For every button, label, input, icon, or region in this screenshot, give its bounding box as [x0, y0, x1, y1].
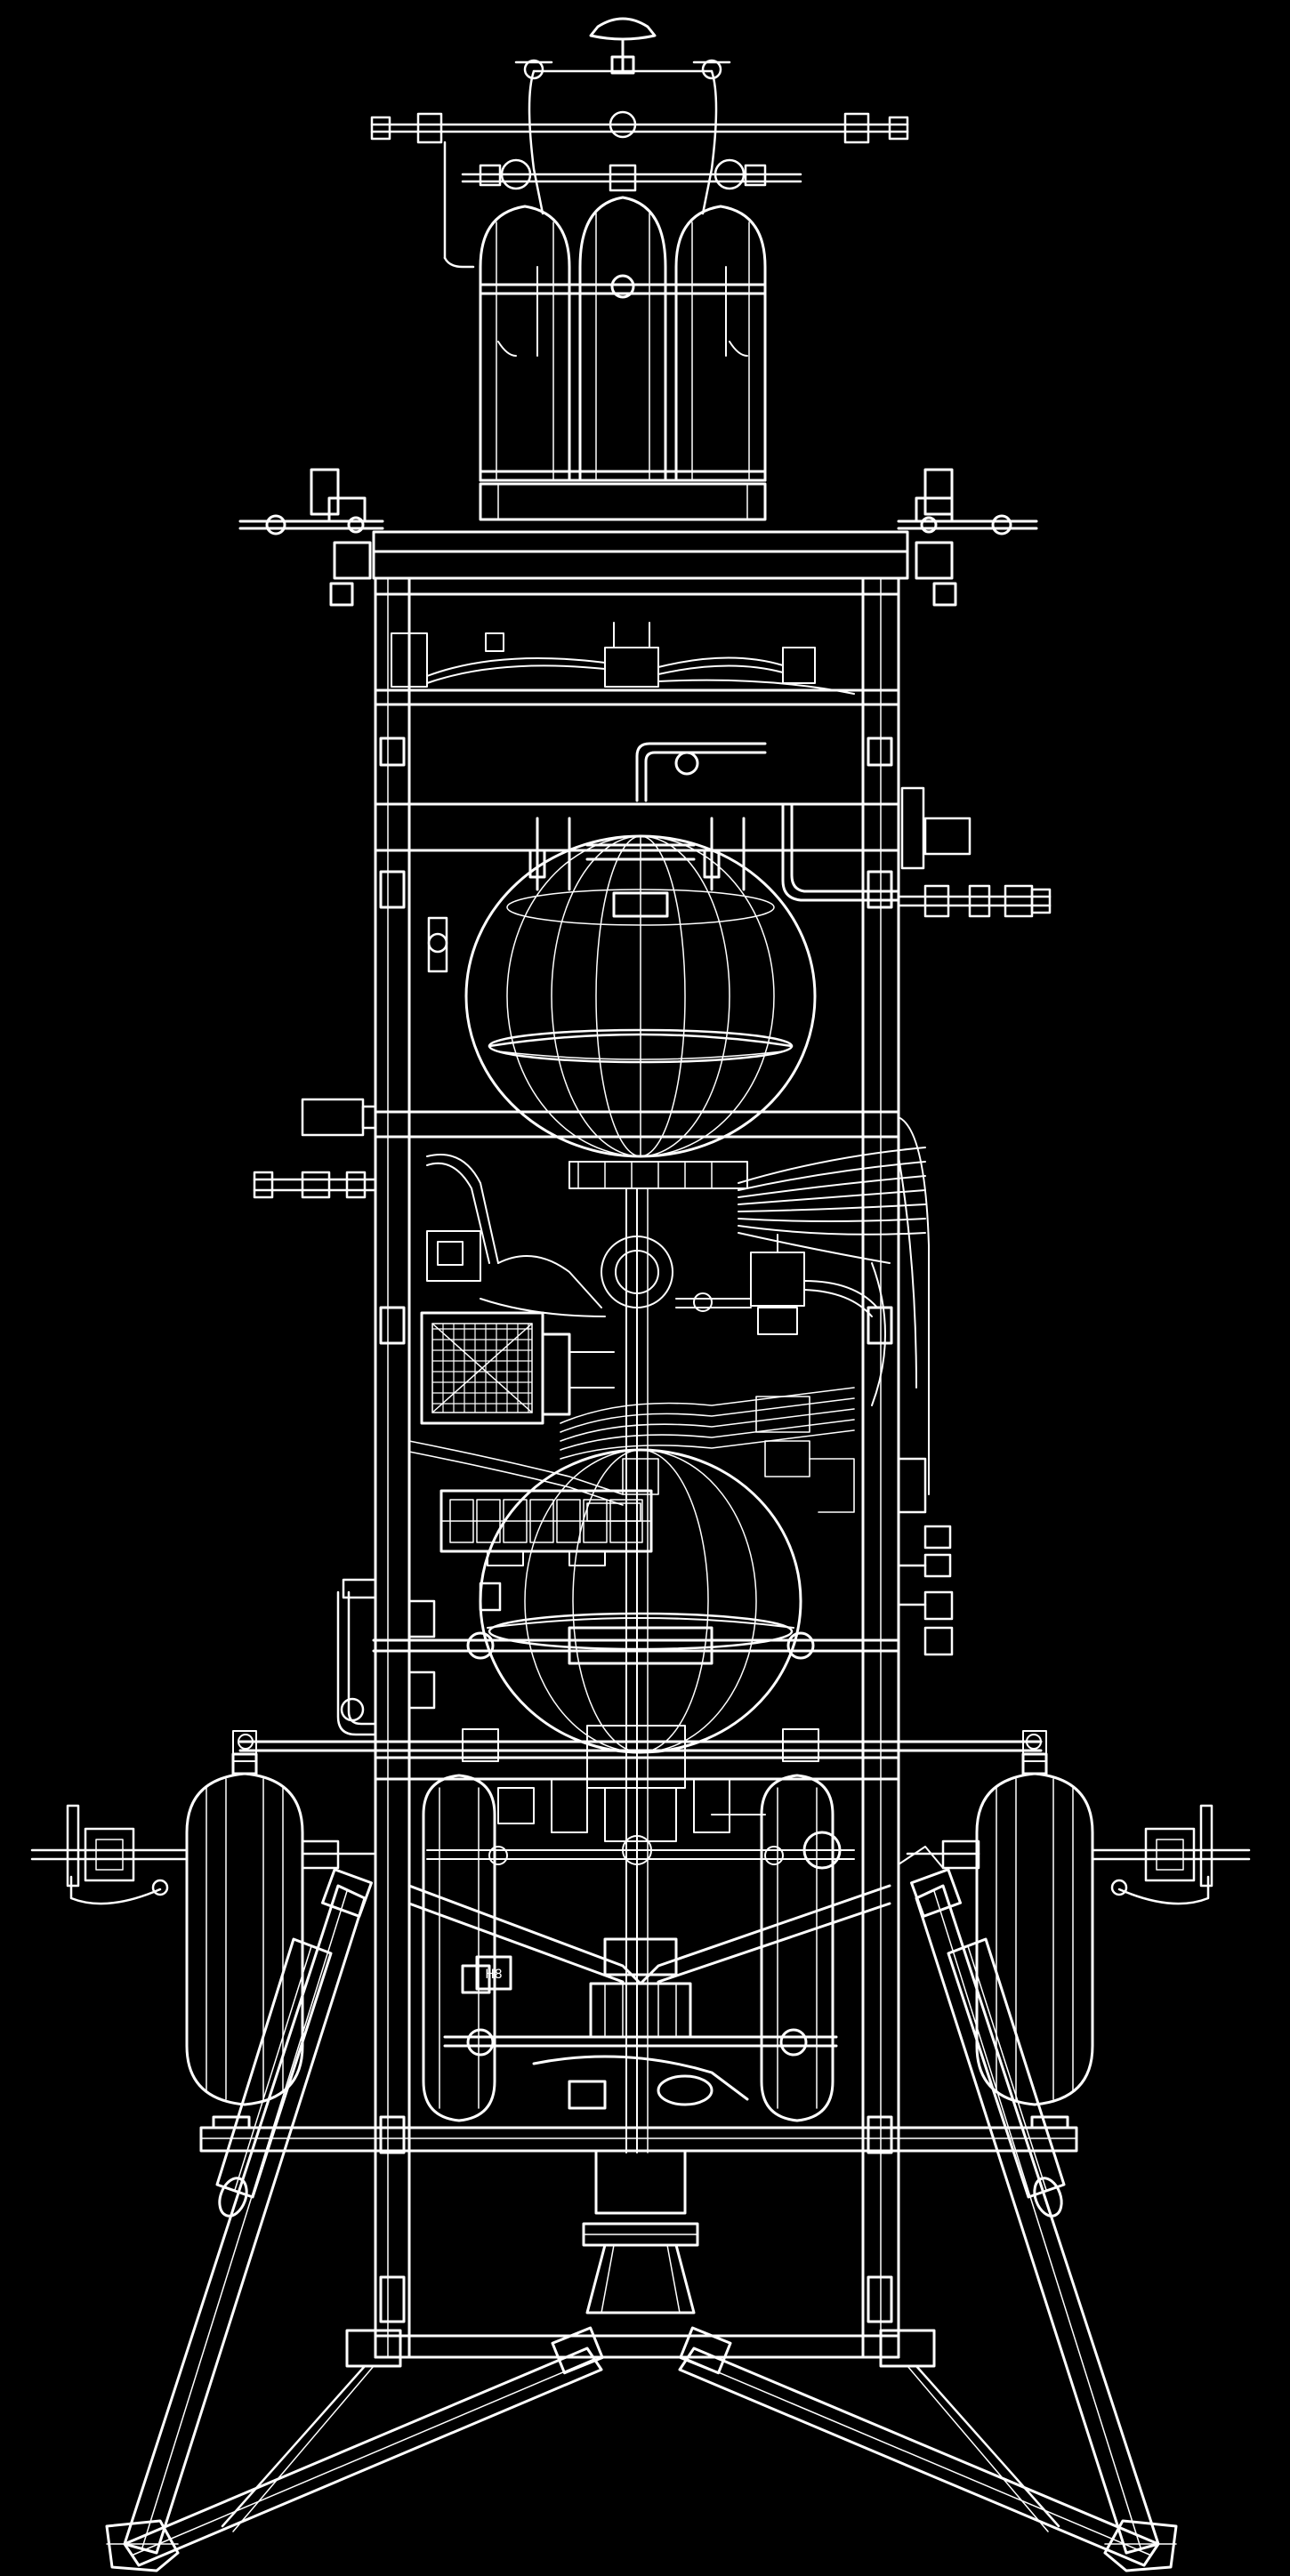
upper-bay-harness — [391, 622, 855, 695]
component-tag: H8 — [485, 1968, 502, 1982]
landing-leg-left-strut — [123, 1868, 374, 2555]
descent-nozzle — [582, 2149, 699, 2314]
right-mid-fittings — [897, 1457, 954, 1656]
central-engine-assembly: H8 — [443, 1937, 838, 2110]
grid-electronics-box — [420, 1311, 615, 1425]
left-upper-fittings — [253, 916, 448, 1199]
lower-inner-tank-right — [760, 1774, 842, 2122]
connector-rack — [439, 1489, 653, 1566]
right-upper-fittings — [897, 786, 1052, 918]
lower-bay-v-struts — [407, 1846, 944, 1985]
left-lower-fittings — [336, 1578, 502, 1736]
top-valve-knob — [589, 17, 657, 75]
top-gas-cylinders — [479, 196, 767, 521]
lower-bay-hardware — [232, 1725, 1047, 1865]
upper-spherical-tank — [464, 742, 900, 1158]
outboard-tank-right — [975, 1752, 1094, 2106]
mid-section-harness — [426, 1116, 930, 2153]
landing-leg-right-strut — [909, 1868, 1160, 2555]
landing-leg-left-footpad — [105, 2326, 604, 2572]
landing-leg-right-footpad — [678, 2326, 1178, 2572]
side-thruster-left — [30, 1804, 375, 1905]
top-manifold-pipes — [370, 59, 909, 269]
side-thruster-right — [906, 1804, 1251, 1905]
